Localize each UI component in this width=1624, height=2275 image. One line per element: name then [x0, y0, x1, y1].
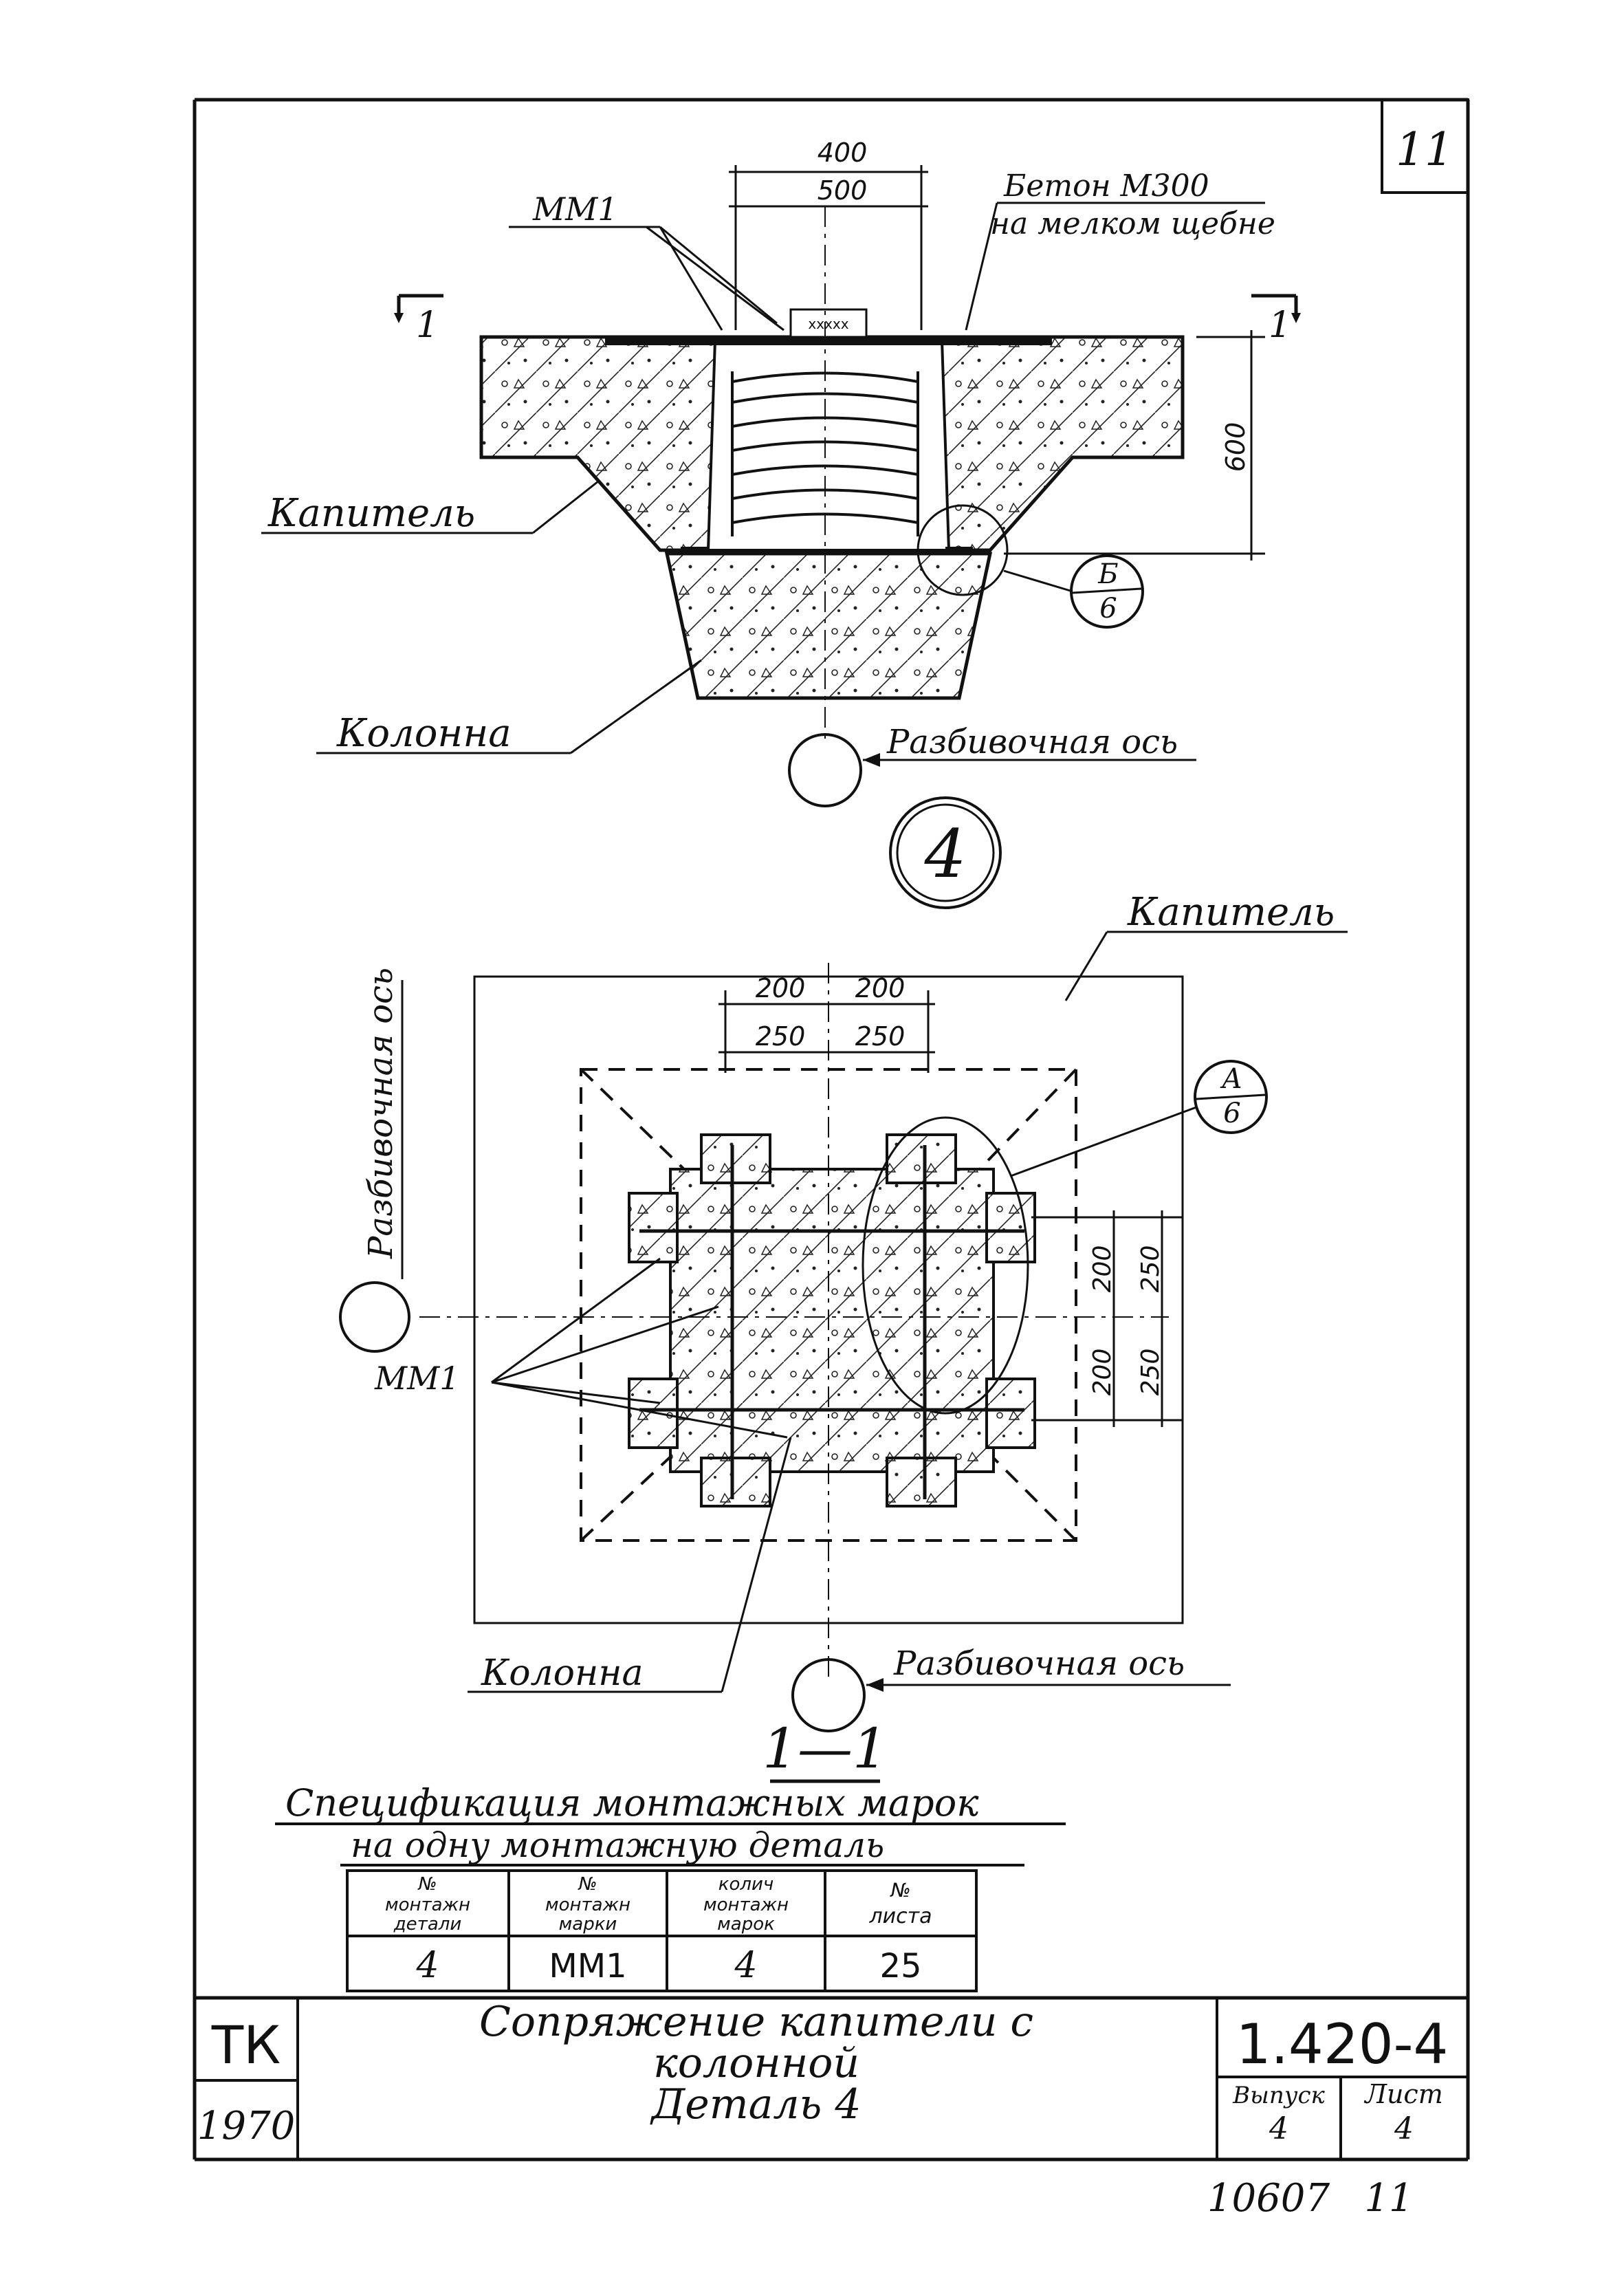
section-view: xxxxx 1 1 400 500	[261, 138, 1301, 909]
plan-dims-right: 200 250 200 250	[1031, 1210, 1183, 1427]
axis-label-top: Разбивочная ось	[886, 723, 1178, 761]
concrete-note-line2: на мелком щебне	[990, 206, 1275, 241]
dim-right-200b: 200	[1088, 1349, 1117, 1396]
specification: Спецификация монтажных марок на одну мон…	[275, 1781, 1066, 1992]
x-mark-block	[789, 308, 868, 338]
x-mark: xxxxx	[808, 316, 848, 332]
title-line2: колонной	[653, 2039, 859, 2087]
inventory-number: 10607	[1207, 2176, 1330, 2221]
title-line3: Деталь 4	[649, 2080, 861, 2129]
dimension-top: 400 500	[729, 138, 928, 743]
callout-b-sheet: 6	[1099, 593, 1117, 624]
year: 1970	[197, 2104, 296, 2148]
spec-h2-c: марки	[559, 1914, 617, 1935]
axis-bubble-top	[788, 733, 862, 807]
spec-cell-mark: ММ1	[549, 1947, 626, 1985]
dim-400: 400	[818, 138, 868, 168]
sheet-value: 4	[1394, 2111, 1414, 2146]
axis-bubble-bottom	[791, 1658, 866, 1732]
axis-label-bottom: Разбивочная ось	[893, 1644, 1185, 1683]
spec-h1-c: детали	[393, 1914, 462, 1935]
spec-h3-b: монтажн	[703, 1895, 789, 1915]
plate-left	[681, 547, 708, 555]
footer-number: 11	[1364, 2176, 1413, 2221]
mm1-label-plan: ММ1	[374, 1360, 459, 1397]
spec-cell-sheet: 25	[879, 1947, 921, 1985]
sheet-number: 11	[1396, 123, 1453, 176]
callout-b: Б	[1097, 558, 1118, 590]
spec-h3-c: марок	[717, 1914, 775, 1935]
spec-h4-a: №	[889, 1879, 910, 1902]
detail-number: 4	[923, 816, 966, 893]
issue-label: Выпуск	[1232, 2082, 1325, 2109]
section-marker-right: 1	[1251, 294, 1301, 346]
plan-view: 200 200 250 250 200 250 200 250 А 6 Капи…	[339, 890, 1348, 1783]
section-mark-right: 1	[1269, 305, 1291, 346]
dim-top-250b: 250	[855, 1021, 906, 1052]
sheet-frame	[193, 98, 1470, 2162]
spec-h3-a: колич	[718, 1874, 774, 1895]
dim-right-250b: 250	[1137, 1349, 1165, 1396]
callout-a: А	[1220, 1063, 1242, 1095]
section-marker-left: 1	[394, 294, 443, 346]
dim-right-250a: 250	[1137, 1245, 1165, 1293]
concrete-note-line1: Бетон М300	[1003, 168, 1209, 204]
column-body	[664, 552, 993, 700]
dim-top-200b: 200	[855, 973, 906, 1003]
spec-cell-qty: 4	[734, 1945, 757, 1986]
dim-600: 600	[1220, 422, 1251, 472]
spec-title-2: на одну монтажную деталь	[351, 1825, 884, 1865]
column-label-top: Колонна	[336, 711, 512, 756]
dim-top-200a: 200	[756, 973, 806, 1003]
section-mark-left: 1	[416, 305, 439, 346]
plate-right	[945, 547, 973, 555]
dim-right-200a: 200	[1088, 1245, 1117, 1293]
column-plan	[669, 1168, 995, 1473]
capital-label-top: Капитель	[267, 491, 475, 536]
spec-cell-detail: 4	[415, 1945, 439, 1986]
dim-500: 500	[818, 175, 868, 206]
spec-h1-a: №	[417, 1874, 437, 1895]
spec-h2-b: монтажн	[545, 1895, 630, 1915]
spec-h4-b: листа	[868, 1904, 932, 1928]
sheet-label: Лист	[1363, 2079, 1443, 2109]
callout-a-sheet: 6	[1223, 1098, 1240, 1129]
plan-dims-top: 200 200 250 250	[718, 973, 935, 1073]
issue-value: 4	[1269, 2111, 1288, 2146]
dim-top-250a: 250	[756, 1021, 806, 1052]
spec-h2-a: №	[577, 1874, 597, 1895]
axis-label-vertical: Разбивочная ось	[362, 968, 400, 1259]
embed-blocks	[628, 1133, 1036, 1507]
capital-label-plan: Капитель	[1127, 890, 1335, 935]
axis-bubble-left	[339, 1281, 410, 1353]
doc-code: 1.420-4	[1236, 2012, 1449, 2076]
top-embed-plate	[605, 337, 1052, 345]
org-code: ТК	[211, 2014, 281, 2076]
section-title: 1—1	[762, 1717, 888, 1781]
mm1-label-top: ММ1	[532, 191, 617, 228]
spec-title-1: Спецификация монтажных марок	[285, 1781, 979, 1825]
title-line1: Сопряжение капители с	[479, 1998, 1033, 2046]
title-block: ТК 1970 Сопряжение капители с колонной Д…	[195, 1996, 1468, 2159]
dimension-600: 600	[1004, 330, 1265, 560]
column-label-plan: Колонна	[481, 1653, 643, 1694]
spec-h1-b: монтажн	[385, 1895, 470, 1915]
